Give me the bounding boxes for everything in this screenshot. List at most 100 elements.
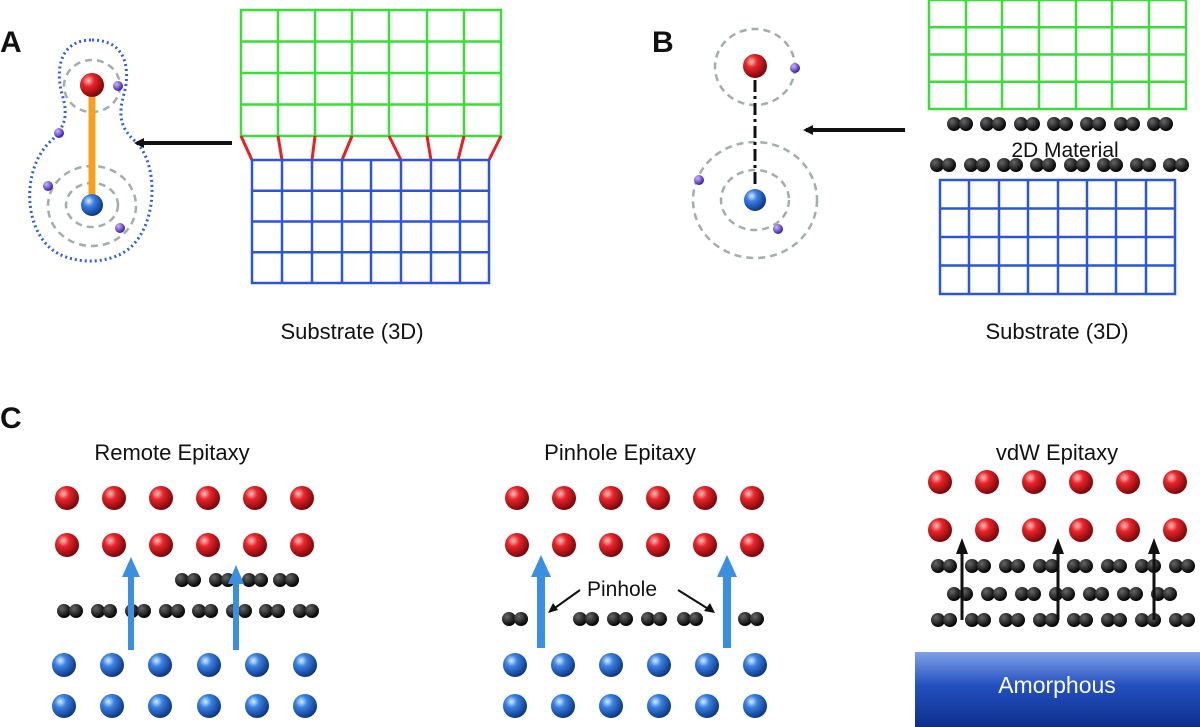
layer-atom — [947, 587, 961, 601]
panel-a: A — [0, 8, 503, 344]
layer-atom — [293, 604, 307, 618]
layer-atom — [1109, 158, 1123, 172]
layer-atom — [1033, 613, 1047, 627]
layer-atom — [1011, 559, 1025, 573]
layer-atom — [1129, 587, 1143, 601]
electron — [115, 223, 125, 233]
charge-density-contour — [28, 38, 154, 263]
substrate-atom — [245, 694, 269, 718]
remote-epitaxy-title: Remote Epitaxy — [94, 440, 249, 465]
layer-atom — [285, 573, 299, 587]
substrate-atom — [100, 694, 124, 718]
layer-atom — [931, 559, 945, 573]
layer-atom — [999, 613, 1013, 627]
layer-atom — [942, 158, 956, 172]
layer-atom — [242, 573, 256, 587]
epilayer-atom — [243, 486, 267, 510]
epilayer-atom — [693, 486, 717, 510]
substrate-label: Substrate (3D) — [985, 319, 1128, 344]
epilayer-atom — [1163, 470, 1187, 494]
layer-atom — [238, 604, 252, 618]
layer-atom — [204, 604, 218, 618]
two-d-layer — [57, 573, 319, 618]
layer-atom — [981, 587, 995, 601]
layer-atom — [1169, 613, 1183, 627]
epilayer-atom — [505, 533, 529, 557]
two-d-material-label: 2D Material — [1011, 139, 1118, 162]
epilayer-lattice — [927, 0, 1188, 111]
layer-atom — [514, 612, 528, 626]
layer-atom — [993, 587, 1007, 601]
panel-b-letter: B — [652, 26, 674, 59]
layer-atom — [977, 559, 991, 573]
epilayer-atom — [1022, 470, 1046, 494]
layer-atom — [254, 573, 268, 587]
epilayer-atom — [1116, 518, 1140, 542]
epilayer-atom — [1069, 518, 1093, 542]
layer-atom — [1047, 117, 1061, 131]
epilayer-atom — [196, 486, 220, 510]
remote-epitaxy: Remote Epitaxy — [52, 440, 319, 718]
electron — [54, 128, 64, 138]
epilayer-atom — [599, 486, 623, 510]
layer-atom — [738, 612, 752, 626]
layer-atom — [1175, 158, 1189, 172]
layer-atom — [1113, 559, 1127, 573]
amorphous-substrate — [915, 652, 1200, 727]
layer-atom — [273, 573, 287, 587]
layer-atom — [1030, 158, 1044, 172]
epilayer-atom — [693, 533, 717, 557]
layer-atom — [976, 158, 990, 172]
vdw-growth-arrows — [956, 538, 1160, 620]
layer-atom — [943, 613, 957, 627]
layer-atom — [992, 117, 1006, 131]
pinhole-epitaxy: Pinhole Epitaxy Pinhole — [502, 440, 767, 718]
epilayer-atom — [290, 533, 314, 557]
substrate-atom — [52, 653, 76, 677]
layer-atom — [585, 612, 599, 626]
substrate-atom — [551, 694, 575, 718]
layer-atom — [943, 559, 957, 573]
substrate-atom — [599, 653, 623, 677]
epilayer-atom — [1163, 518, 1187, 542]
layer-atom — [1126, 117, 1140, 131]
substrate-atom — [503, 653, 527, 677]
layer-atom — [1061, 587, 1075, 601]
layer-atom — [1135, 613, 1149, 627]
layer-atom — [1114, 117, 1128, 131]
layer-atom — [502, 612, 516, 626]
substrate-atom — [743, 653, 767, 677]
vdw-epitaxy: vdW Epitaxy Amorphous — [915, 440, 1200, 727]
layer-atom — [175, 573, 189, 587]
substrate-atom — [52, 694, 76, 718]
epilayer-atom — [975, 518, 999, 542]
layer-atom — [1117, 587, 1131, 601]
layer-atom — [1101, 613, 1115, 627]
layer-atom — [209, 573, 223, 587]
layer-atom — [931, 613, 945, 627]
layer-atom — [103, 604, 117, 618]
epilayer-atom — [552, 533, 576, 557]
layer-atom — [689, 612, 703, 626]
epilayer-atoms — [505, 486, 764, 557]
epilayer-atom — [928, 470, 952, 494]
layer-atom — [1079, 559, 1093, 573]
layer-atom — [192, 604, 206, 618]
layer-atom — [1079, 613, 1093, 627]
substrate-atom — [695, 653, 719, 677]
layer-atom — [1142, 158, 1156, 172]
layer-atom — [1014, 117, 1028, 131]
layer-atom — [1147, 117, 1161, 131]
layer-atom — [965, 613, 979, 627]
two-d-layer — [502, 612, 764, 626]
substrate-atom — [81, 194, 103, 216]
layer-atom — [1113, 613, 1127, 627]
epilayer-atom — [196, 533, 220, 557]
epilayer-atom — [646, 486, 670, 510]
orbit-ring — [719, 168, 791, 232]
layer-atom — [305, 604, 319, 618]
panel-c: C Remote Epitaxy Pinhole Epitaxy — [0, 402, 1200, 727]
layer-atom — [964, 158, 978, 172]
layer-atom — [271, 604, 285, 618]
